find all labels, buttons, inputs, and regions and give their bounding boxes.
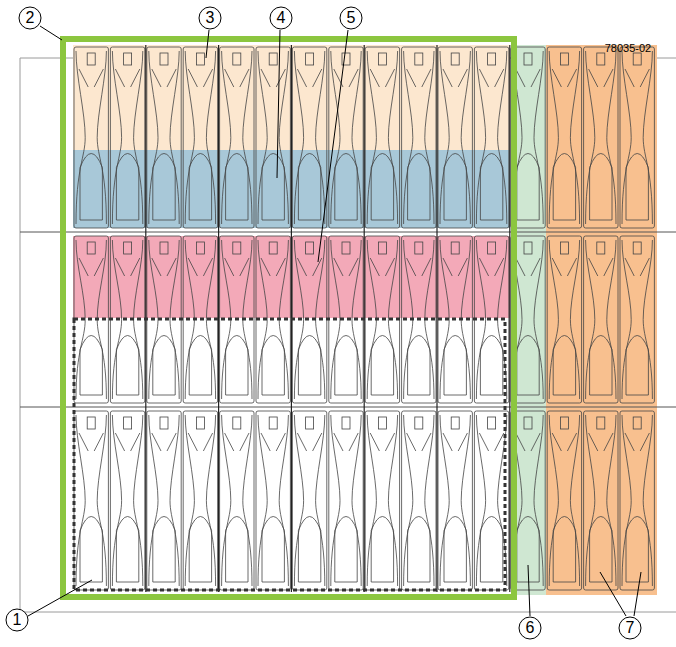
drive-slot <box>402 411 436 590</box>
callout-circle <box>340 7 362 29</box>
drive-slot <box>474 47 508 228</box>
drive-slot <box>329 411 363 590</box>
drive-slot <box>438 47 472 228</box>
leader-line <box>634 572 641 616</box>
leader-line <box>40 26 62 40</box>
drive-slot <box>438 411 472 590</box>
drive-slot <box>183 47 217 228</box>
drive-slot <box>220 47 254 228</box>
callout-circle <box>519 617 541 639</box>
drive-slot <box>547 411 581 590</box>
drive-slot <box>183 411 217 590</box>
callout-circle <box>270 7 292 29</box>
drive-slot <box>365 47 399 228</box>
drive-slot <box>292 411 326 590</box>
drawer <box>20 39 676 612</box>
drive-slot <box>547 236 581 403</box>
row-divider <box>20 232 676 233</box>
green-frame <box>63 39 514 597</box>
figure-code: 78035-02 <box>605 43 652 54</box>
drive-slot <box>147 47 181 228</box>
leader-line <box>318 30 348 262</box>
drive-slot <box>74 47 108 228</box>
callout-circle <box>6 609 28 631</box>
callout-number: 2 <box>19 7 41 29</box>
leader-line <box>277 30 280 178</box>
callout-number: 3 <box>199 7 221 29</box>
callout-circle <box>19 7 41 29</box>
leader-line <box>528 565 530 616</box>
drive-slot <box>584 236 618 403</box>
callout-number: 7 <box>619 617 641 639</box>
callout-circle <box>199 7 221 29</box>
drive-slot <box>256 411 290 590</box>
callout-number: 1 <box>6 609 28 631</box>
drive-slot <box>620 47 654 228</box>
pair-divider <box>509 45 510 592</box>
orange-region <box>546 45 657 595</box>
drive-slot <box>74 411 108 590</box>
drive-slot <box>402 47 436 228</box>
drive-slot <box>110 411 144 590</box>
drive-slot <box>584 47 618 228</box>
drive-slot <box>292 47 326 228</box>
drive-slot <box>547 47 581 228</box>
drive-slot <box>220 411 254 590</box>
drive-slot <box>256 47 290 228</box>
callout-number: 4 <box>270 7 292 29</box>
leader-line <box>206 30 209 58</box>
green-column <box>512 45 546 595</box>
drive-slot <box>620 411 654 590</box>
pair-divider <box>436 45 437 592</box>
callout-number: 5 <box>340 7 362 29</box>
drive-slot <box>147 411 181 590</box>
drive-slot <box>620 236 654 403</box>
drive-slot <box>110 47 144 228</box>
callout-circle <box>619 617 641 639</box>
callout-number: 6 <box>519 617 541 639</box>
drive-slot <box>365 411 399 590</box>
dashed-region <box>74 319 505 590</box>
leader-line <box>28 580 92 616</box>
drive-slot <box>584 411 618 590</box>
pair-divider <box>218 45 219 592</box>
leader-line <box>600 572 626 616</box>
row-divider <box>20 407 676 408</box>
